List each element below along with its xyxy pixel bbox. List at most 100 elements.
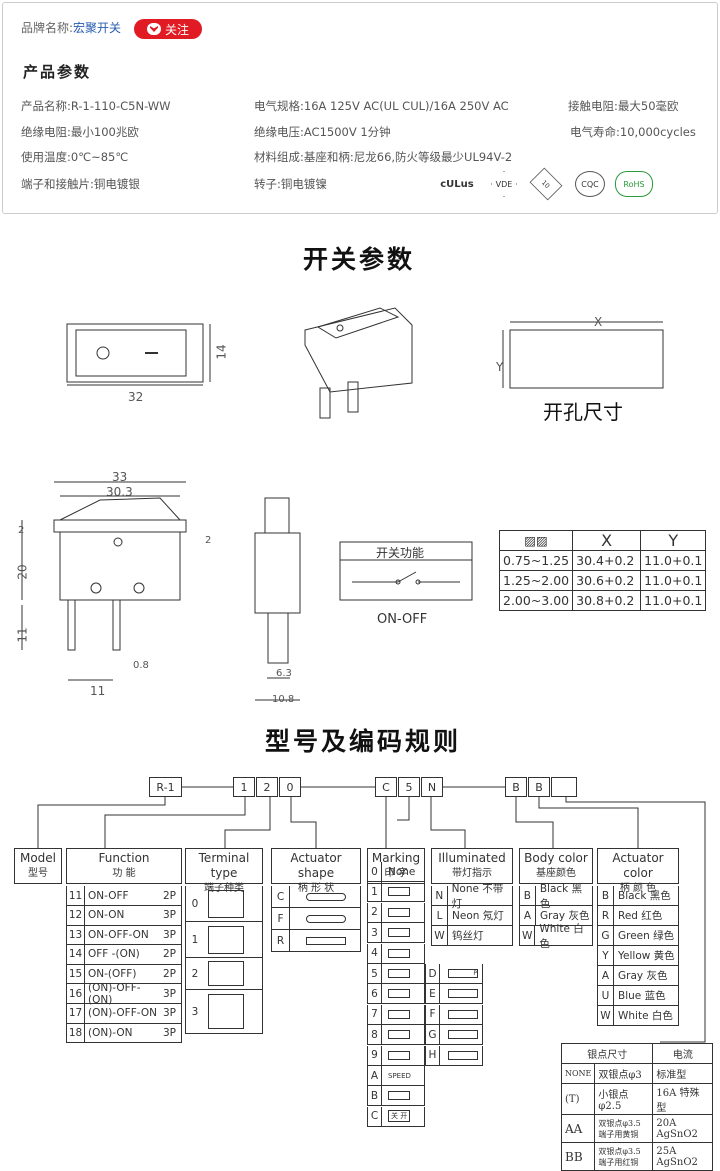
param-temp: 使用温度:0℃~85℃ xyxy=(21,150,129,164)
marking-symbol-icon xyxy=(388,948,410,958)
marking-row: 6 xyxy=(367,984,425,1005)
marking-row: 0 None xyxy=(367,862,425,882)
dim-32: 32 xyxy=(128,390,144,404)
heart-icon xyxy=(146,23,161,35)
function-row: 18 (ON)-ON 3P xyxy=(66,1023,182,1044)
body-color-row: W White 白色 xyxy=(519,923,593,950)
marking-symbol-icon xyxy=(388,907,410,917)
cqc-cert-icon: CQC xyxy=(575,171,605,197)
code-box: R-1 xyxy=(149,777,182,797)
body-color-row: A Gray 灰色 xyxy=(519,906,593,926)
marking-symbol-icon xyxy=(388,1009,410,1019)
dim-2a: 2 xyxy=(18,525,25,536)
illuminated-row: W 钨丝灯 xyxy=(431,926,513,946)
terminal-icon xyxy=(208,994,244,1029)
code-box: B xyxy=(505,777,527,797)
param-insul-res: 绝缘电阻:最小100兆欧 xyxy=(21,125,139,139)
dim-20: 20 xyxy=(15,564,30,580)
param-contact: 接触电阻:最大50毫欧 xyxy=(568,99,679,113)
marking-row: E xyxy=(425,984,483,1005)
dim-10-8: 10.8 xyxy=(272,694,295,705)
actuator-shape-icon xyxy=(306,892,346,901)
actuator-shape-icon xyxy=(306,936,346,945)
brand-link[interactable]: 宏聚开关 xyxy=(73,21,122,35)
actuator-color-row: W White 白色 xyxy=(597,1006,679,1026)
function-row: 13 ON-OFF-ON 3P xyxy=(66,925,182,946)
terminal-row: 0 xyxy=(185,886,263,922)
function-box-title: 开关功能 xyxy=(376,546,425,560)
dim-33: 33 xyxy=(112,470,128,484)
param-material: 材料组成:基座和柄:尼龙66,防火等级最少UL94V-2 xyxy=(254,150,513,164)
body-color-row: B Black 黑色 xyxy=(519,883,593,910)
dim-14: 14 xyxy=(214,344,229,360)
marking-row: 7 xyxy=(367,1004,425,1025)
param-rotor: 转子:铜电镀镍 xyxy=(254,177,327,191)
dimension-drawings xyxy=(21,307,664,701)
marking-row: D P xyxy=(425,964,483,984)
code-box: B xyxy=(528,777,550,797)
actuator-color-row: B Black 黑色 xyxy=(597,886,679,906)
marking-symbol-icon xyxy=(388,969,410,978)
marking-row: B xyxy=(367,1086,425,1107)
terminal-icon xyxy=(208,889,244,918)
marking-symbol-icon xyxy=(448,1050,478,1060)
param-elec: 电气规格:16A 125V AC(UL CUL)/16A 250V AC xyxy=(254,99,509,113)
code-box: N xyxy=(421,777,443,797)
param-terminal: 端子和接触片:铜电镀银 xyxy=(21,177,140,191)
code-box: 2 xyxy=(256,777,278,797)
marking-symbol-icon xyxy=(388,928,410,938)
marking-symbol-icon xyxy=(448,989,478,999)
function-label: ON-OFF xyxy=(377,612,428,627)
actuator-color-row: G Green 绿色 xyxy=(597,926,679,946)
code-box: C xyxy=(375,777,397,797)
code-box: 1 xyxy=(233,777,255,797)
function-row: 12 ON-ON 3P xyxy=(66,905,182,926)
marking-symbol-icon xyxy=(388,1050,410,1060)
dim-30-3: 30.3 xyxy=(106,485,133,499)
dim-6-3: 6.3 xyxy=(276,668,292,679)
function-row: 15 ON-(OFF) 2P xyxy=(66,964,182,985)
actuator-shape-row: R xyxy=(271,930,361,952)
section-title: 产品参数 xyxy=(23,63,92,81)
hatch-icon: ▨▨ xyxy=(498,530,574,551)
product-params-panel: 品牌名称:宏聚开关 关注 产品参数 产品名称:R-1-110-C5N-WW 电气… xyxy=(2,2,718,214)
dim-0-8: 0.8 xyxy=(133,660,149,671)
marking-symbol-icon xyxy=(388,1091,410,1101)
hole-size-label: 开孔尺寸 xyxy=(543,400,623,424)
marking-row: C 关 开 xyxy=(367,1106,425,1127)
marking-symbol-icon xyxy=(388,989,410,999)
illuminated-row: N None 不带灯 xyxy=(431,883,513,910)
marking-symbol-icon xyxy=(448,1030,478,1040)
terminal-row: 2 xyxy=(185,958,263,990)
marking-row: 5 xyxy=(367,964,425,984)
dim-11b: 11 xyxy=(90,684,106,698)
code-rules-title: 型号及编码规则 xyxy=(265,727,462,756)
code-box: 0 xyxy=(279,777,301,797)
function-row: 11 ON-OFF 2P xyxy=(66,886,182,906)
marking-row: 1 xyxy=(367,882,425,903)
marking-symbol-icon xyxy=(388,1030,410,1040)
terminal-icon xyxy=(208,925,244,954)
actuator-color-row: A Gray 灰色 xyxy=(597,966,679,986)
marking-row: 2 xyxy=(367,902,425,923)
actuator-shape-icon xyxy=(306,914,346,923)
code-box: 5 xyxy=(398,777,420,797)
enec-cert-icon: 10 xyxy=(529,167,563,201)
terminal-row: 3 xyxy=(185,990,263,1034)
follow-button[interactable]: 关注 xyxy=(134,19,202,39)
